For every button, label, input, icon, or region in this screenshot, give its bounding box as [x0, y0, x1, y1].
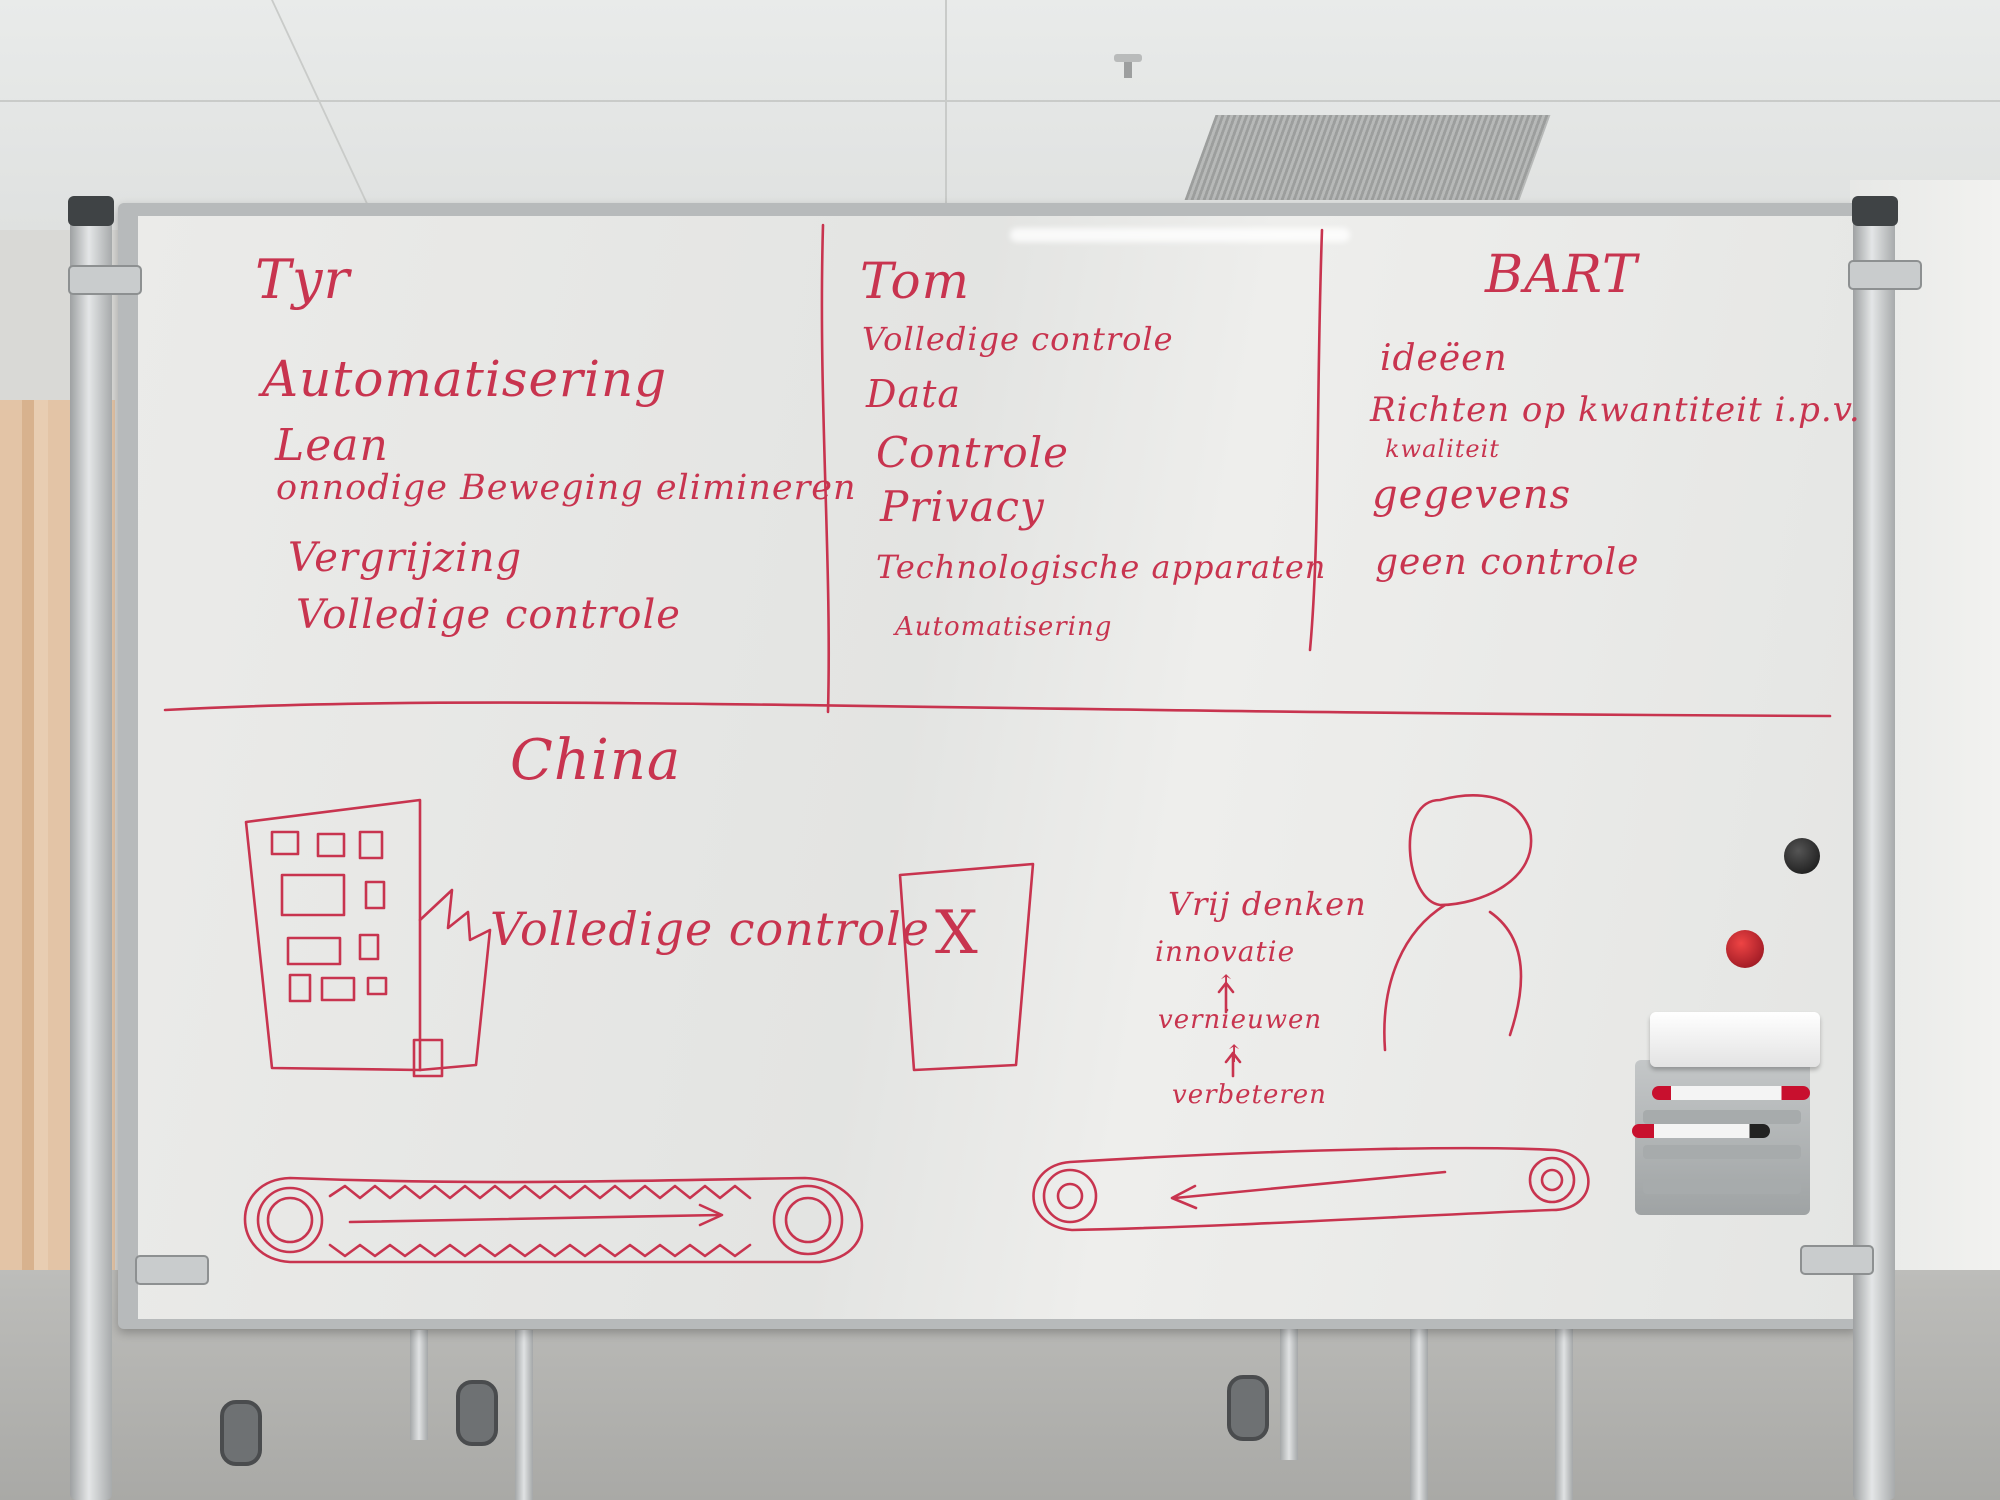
section-heading: China: [510, 728, 682, 793]
flow-step: vernieuwen: [1158, 1005, 1323, 1035]
box-x-mark: X: [935, 898, 979, 968]
black-magnet[interactable]: [1784, 838, 1820, 874]
list-item: Vergrijzing: [288, 535, 523, 581]
flow-step: verbeteren: [1172, 1080, 1327, 1110]
pole-cap: [68, 196, 114, 226]
section-divider: [163, 701, 1832, 718]
tray-slot: [1643, 1110, 1801, 1124]
ceiling: [0, 0, 2000, 230]
pole-clamp: [1848, 260, 1922, 290]
pole-cap: [1852, 196, 1898, 226]
pole-clamp: [68, 265, 142, 295]
tray-slot: [1643, 1180, 1801, 1194]
list-item: Volledige controle: [862, 320, 1174, 358]
list-item: Data: [866, 372, 962, 416]
factory-label: Volledige controle: [490, 902, 930, 956]
stand-leg: [1280, 1320, 1298, 1460]
caster-wheel: [220, 1400, 262, 1466]
stand-pole-left: [70, 200, 112, 1500]
sprinkler-icon: [1114, 54, 1142, 78]
list-item: gegevens: [1372, 472, 1572, 518]
factory-drawing: [244, 798, 492, 1078]
list-item: geen controle: [1375, 542, 1640, 583]
list-item: Controle: [876, 428, 1070, 477]
arrow-head: [1224, 1051, 1242, 1064]
list-item: Richten op kwantiteit i.p.v.: [1370, 390, 1861, 430]
column-heading: Tom: [860, 252, 970, 310]
ceiling-seam: [0, 100, 2000, 102]
ceiling-seam: [945, 0, 947, 210]
column-heading: Tyr: [255, 248, 351, 311]
tray-slot: [1643, 1145, 1801, 1159]
list-item: kwaliteit: [1385, 435, 1500, 463]
list-item: Automatisering: [895, 612, 1113, 642]
conveyor-belt-right: [1032, 1146, 1590, 1232]
list-item: Lean: [275, 420, 389, 471]
list-item: Privacy: [880, 482, 1045, 531]
red-magnet[interactable]: [1726, 930, 1764, 968]
whiteboard: [138, 216, 1853, 1319]
light-reflection: [1010, 228, 1350, 242]
stand-leg: [410, 1330, 428, 1440]
whiteboard-eraser[interactable]: [1650, 1012, 1820, 1067]
stand-leg: [1410, 1320, 1428, 1500]
list-item: onnodige Beweging elimineren: [276, 468, 857, 508]
flow-arrow: ↑: [1216, 970, 1238, 998]
red-marker[interactable]: [1652, 1086, 1810, 1100]
caster-wheel: [456, 1380, 498, 1446]
stand-pole-right: [1853, 200, 1895, 1500]
conveyor-belt-left: [243, 1176, 864, 1264]
stand-leg: [1555, 1320, 1573, 1500]
column-heading: BART: [1485, 245, 1638, 305]
list-item: Automatisering: [262, 350, 668, 408]
column-divider: [1308, 228, 1324, 652]
list-item: ideëen: [1380, 338, 1508, 379]
flow-step: Vrij denken: [1168, 885, 1367, 923]
caster-wheel: [1227, 1375, 1269, 1441]
person-drawing: [1383, 794, 1533, 1052]
box-drawing: [898, 862, 1035, 1072]
pole-clamp: [135, 1255, 209, 1285]
flow-step: innovatie: [1155, 935, 1296, 968]
list-item: Technologische apparaten: [876, 548, 1327, 586]
column-divider: [820, 223, 831, 714]
pole-clamp: [1800, 1245, 1874, 1275]
flow-arrow: ↑: [1224, 1040, 1246, 1068]
arrow-head: [1217, 981, 1235, 994]
marker[interactable]: [1632, 1124, 1770, 1138]
list-item: Volledige controle: [296, 592, 681, 638]
stand-leg: [515, 1330, 533, 1500]
